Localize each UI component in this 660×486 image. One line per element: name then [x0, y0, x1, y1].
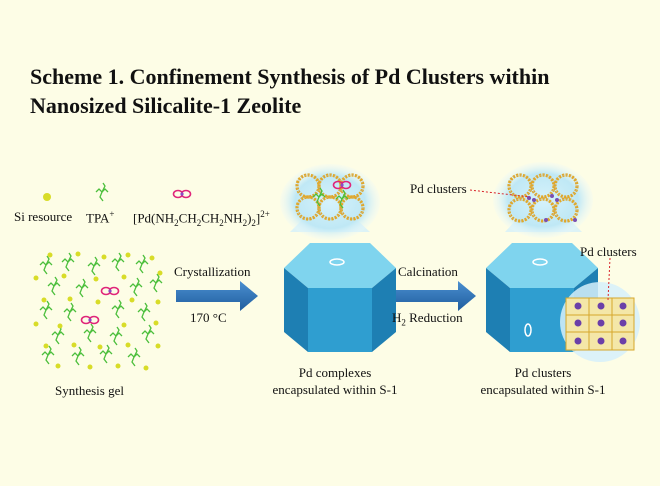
pd-complex-caption: Pd complexes encapsulated within S-1 — [273, 364, 398, 398]
pd-complex-icon — [172, 189, 192, 199]
pd-cluster-caption: Pd clusters encapsulated within S-1 — [481, 364, 606, 398]
legend-si-label: Si resource — [14, 209, 73, 224]
synthesis-gel-illustration — [33, 251, 163, 371]
reduction-text: Reduction — [405, 310, 463, 325]
pd-cluster-zoom-bubble — [493, 162, 593, 238]
callout-top-label: Pd clusters — [410, 181, 467, 196]
legend-tpa-label: TPA+ — [86, 209, 114, 226]
pd-complex-crystal — [284, 243, 396, 352]
calcination-label: Calcination — [398, 264, 458, 279]
callout-side-label: Pd clusters — [580, 244, 637, 259]
crystallization-label: Crystallization — [174, 264, 251, 279]
pd-formula-charge: 2+ — [260, 209, 270, 219]
pd-formula-2: 2 — [174, 217, 179, 228]
pd-complex-caption-1: Pd complexes — [298, 365, 372, 380]
crystallization-arrow — [176, 281, 258, 311]
pd-formula-4: 2 — [196, 217, 202, 228]
tpa-icon — [95, 182, 109, 202]
pd-cluster-caption-1: Pd clusters — [514, 365, 572, 380]
pd-formula-6: 2 — [219, 217, 224, 228]
reduction-h: H — [392, 310, 402, 325]
calcination-arrow — [395, 281, 476, 311]
title-line-2: Nanosized Silicalite-1 Zeolite — [30, 93, 302, 118]
reduction-label: H2 Reduction — [392, 310, 463, 328]
scheme-title: Scheme 1. Confinement Synthesis of Pd Cl… — [30, 62, 650, 120]
pd-formula-7: NH — [223, 210, 243, 226]
si-dot-icon — [43, 193, 51, 201]
pd-formula-3: CH — [178, 210, 197, 226]
pd-complex-zoom-bubble — [280, 164, 380, 240]
pd-formula-1: [Pd(NH — [133, 210, 175, 226]
callout-leader-side — [607, 257, 611, 301]
synthesis-gel-caption: Synthesis gel — [55, 383, 124, 398]
pd-complex-caption-2: encapsulated within S-1 — [272, 382, 398, 397]
pd-formula-8: 2 — [242, 217, 248, 228]
legend-pd-complex-label: [Pd(NH2CH2CH2NH2)2]2+ — [133, 209, 270, 228]
pd-formula-9: ) — [247, 210, 252, 226]
title-line-1: Scheme 1. Confinement Synthesis of Pd Cl… — [30, 64, 550, 89]
pd-cluster-side-bubble — [560, 282, 640, 362]
temperature-label: 170 °C — [190, 310, 227, 325]
pd-formula-11: ] — [255, 210, 261, 226]
pd-cluster-caption-2: encapsulated within S-1 — [480, 382, 606, 397]
pd-formula-10: 2 — [251, 217, 256, 228]
tpa-charge: + — [109, 209, 115, 219]
reduction-sub: 2 — [401, 317, 406, 328]
tpa-text: TPA — [86, 210, 110, 226]
pd-formula-5: CH — [201, 210, 220, 226]
